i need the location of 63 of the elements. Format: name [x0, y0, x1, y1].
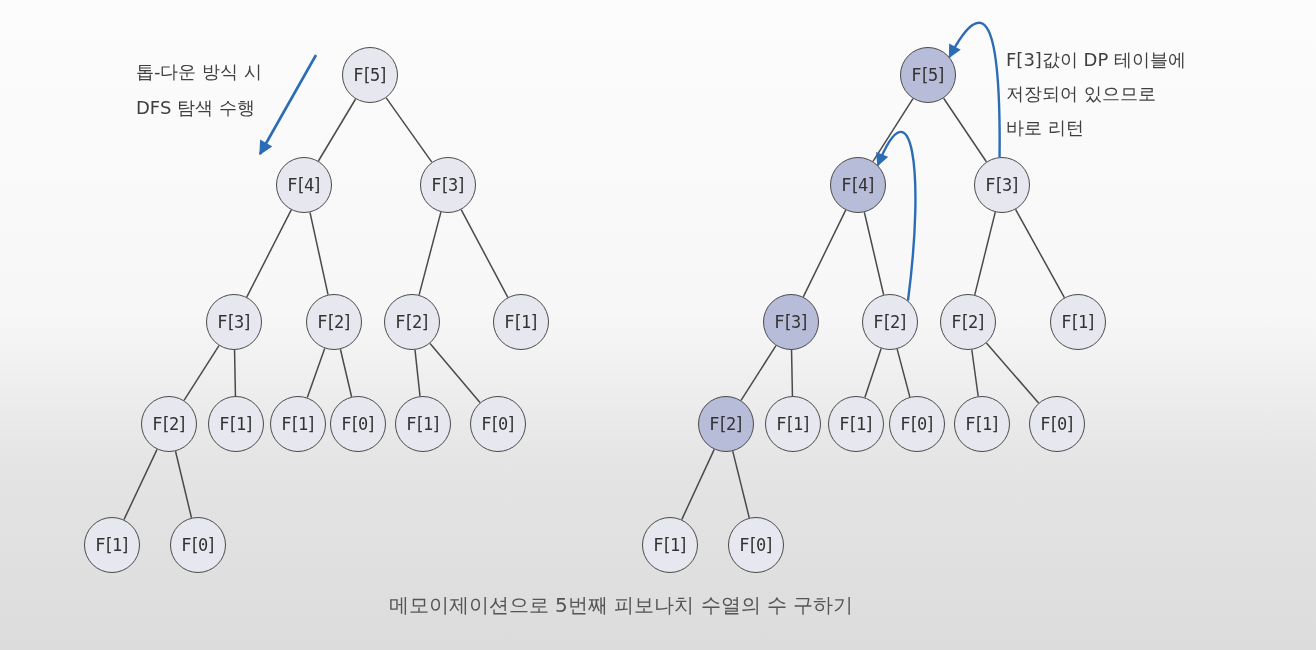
- call-node: F[2]: [862, 294, 918, 350]
- tree-edge: [233, 349, 237, 397]
- return-arrow: [876, 131, 917, 301]
- call-node: F[1]: [765, 396, 821, 452]
- tree-edge: [414, 349, 421, 397]
- tree-edge: [740, 344, 777, 402]
- annotation-note: 톱-다운 방식 시 DFS 탐색 수행: [136, 60, 263, 120]
- tree-edge: [896, 348, 911, 398]
- call-node: F[1]: [208, 396, 264, 452]
- tree-edge: [418, 211, 442, 296]
- tree-edge: [1014, 208, 1066, 299]
- call-node: F[1]: [954, 396, 1010, 452]
- tree-edge: [339, 348, 353, 398]
- tree-edge: [183, 344, 220, 402]
- tree-edge: [174, 450, 193, 519]
- tree-edge: [385, 97, 433, 163]
- tree-edge: [864, 347, 882, 399]
- call-node: F[1]: [395, 396, 451, 452]
- tree-edge: [246, 209, 292, 298]
- call-node: F[4]: [276, 157, 332, 213]
- call-node: F[3]: [420, 157, 476, 213]
- tree-edge: [681, 448, 715, 521]
- call-node: F[0]: [889, 396, 945, 452]
- return-arrow: [948, 21, 1001, 158]
- tree-edge: [790, 349, 794, 397]
- call-node: F[2]: [306, 294, 362, 350]
- call-node: F[3]: [763, 294, 819, 350]
- tree-edge: [309, 211, 329, 296]
- tree-edge: [123, 448, 158, 521]
- tree-edge: [872, 97, 914, 163]
- call-node: F[2]: [940, 294, 996, 350]
- call-node: F[1]: [493, 294, 549, 350]
- call-node: F[0]: [470, 396, 526, 452]
- call-node: F[2]: [141, 396, 197, 452]
- call-node: F[0]: [330, 396, 386, 452]
- tree-edge: [802, 209, 847, 298]
- call-node: F[3]: [974, 157, 1030, 213]
- call-node: F[1]: [270, 396, 326, 452]
- annotation-note: F[3]값이 DP 테이블에 저장되어 있으므로 바로 리턴: [1006, 48, 1187, 140]
- tree-edge: [306, 347, 326, 399]
- call-node: F[1]: [84, 517, 140, 573]
- call-node: F[4]: [830, 157, 886, 213]
- tree-edge: [942, 97, 988, 163]
- tree-edge: [317, 98, 357, 162]
- call-node: F[2]: [698, 396, 754, 452]
- call-node: F[0]: [170, 517, 226, 573]
- call-node: F[1]: [1050, 294, 1106, 350]
- call-node: F[0]: [728, 517, 784, 573]
- tree-edge: [971, 349, 979, 397]
- tree-edge: [863, 211, 885, 296]
- tree-edge: [429, 342, 481, 404]
- call-node: F[1]: [828, 396, 884, 452]
- tree-edge: [460, 208, 509, 299]
- tree-edge: [985, 342, 1040, 404]
- tree-edge: [732, 450, 750, 519]
- call-node: F[0]: [1029, 396, 1085, 452]
- tree-edge: [974, 211, 996, 296]
- call-node: F[5]: [342, 47, 398, 103]
- call-node: F[2]: [384, 294, 440, 350]
- call-node: F[5]: [900, 47, 956, 103]
- call-node: F[3]: [206, 294, 262, 350]
- figure-caption: 메모이제이션으로 5번째 피보나치 수열의 수 구하기: [388, 592, 854, 619]
- call-node: F[1]: [642, 517, 698, 573]
